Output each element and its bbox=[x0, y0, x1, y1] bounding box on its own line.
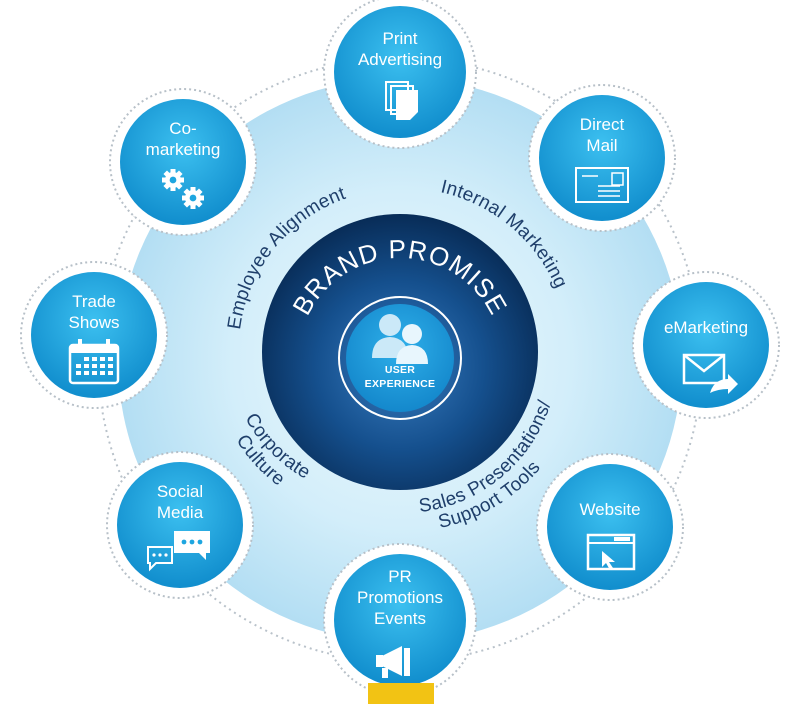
node-label: Shows bbox=[68, 313, 119, 332]
node-disc bbox=[31, 272, 157, 398]
node-label: Media bbox=[157, 503, 204, 522]
node-label: Co- bbox=[169, 119, 196, 138]
node-label: PR bbox=[388, 567, 412, 586]
yellow-tab-marker bbox=[368, 683, 434, 704]
node-disc bbox=[643, 282, 769, 408]
users-icon bbox=[372, 314, 428, 364]
node-disc bbox=[539, 95, 665, 221]
node-label: Events bbox=[374, 609, 426, 628]
node-label: eMarketing bbox=[664, 318, 748, 337]
node-disc bbox=[334, 554, 466, 686]
node-comarketing: Co-marketing bbox=[109, 88, 257, 236]
user-experience-outline bbox=[338, 296, 462, 420]
node-label: Direct bbox=[580, 115, 625, 134]
megaphone-icon bbox=[376, 646, 410, 678]
chat-bubbles-icon bbox=[147, 531, 210, 572]
node-disc bbox=[117, 462, 243, 588]
print-pages-icon bbox=[385, 81, 418, 120]
postcard-icon bbox=[575, 167, 629, 203]
user-experience-line1: USER bbox=[385, 364, 415, 376]
node-emarketing: eMarketing bbox=[632, 271, 780, 419]
node-label: Advertising bbox=[358, 50, 442, 69]
node-label: Trade bbox=[72, 292, 116, 311]
gears-icon bbox=[162, 169, 204, 209]
node-label: Promotions bbox=[357, 588, 443, 607]
node-disc bbox=[334, 6, 466, 138]
node-label: marketing bbox=[146, 140, 221, 159]
node-disc bbox=[547, 464, 673, 590]
node-website: Website bbox=[536, 453, 684, 601]
node-label: Print bbox=[383, 29, 418, 48]
node-label: Social bbox=[157, 482, 203, 501]
node-label: Mail bbox=[586, 136, 617, 155]
email-forward-icon bbox=[682, 353, 738, 394]
node-disc bbox=[120, 99, 246, 225]
user-experience-line2: EXPERIENCE bbox=[365, 378, 436, 390]
node-label: Website bbox=[579, 500, 640, 519]
calendar-icon bbox=[68, 339, 120, 385]
browser-window-icon bbox=[586, 533, 636, 571]
